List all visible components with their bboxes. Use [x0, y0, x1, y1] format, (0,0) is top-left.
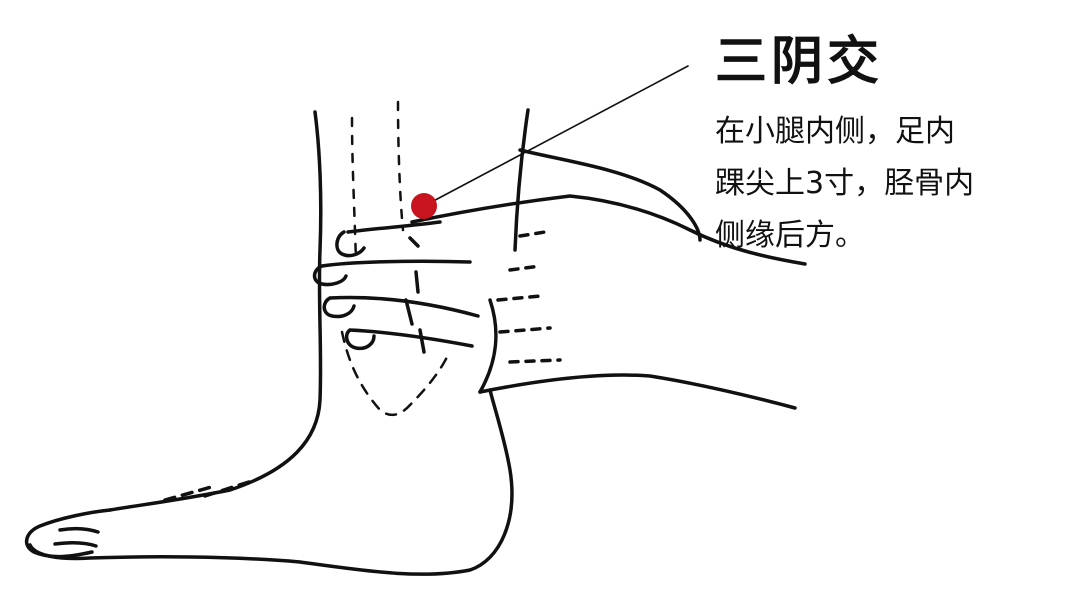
skin-fold-dash [518, 230, 547, 238]
hand-inner-contour [478, 298, 498, 394]
skin-fold-dash [508, 264, 542, 272]
little-finger [344, 328, 474, 351]
toe-crease [53, 540, 98, 548]
foot-tendon-line [163, 484, 217, 502]
foot-tendon-line [203, 478, 257, 498]
skin-fold-dash [498, 326, 552, 334]
ring-finger [322, 295, 480, 319]
acupoint-caption: 三阴交 在小腿内侧，足内 踝尖上3寸，胫骨内 侧缘后方。 [715, 30, 1075, 262]
malleolus-outline [340, 330, 450, 417]
leg-front-contour [513, 108, 530, 252]
hand-wrist-contour [478, 373, 797, 410]
leader-line [423, 65, 689, 207]
toe-outline [24, 508, 112, 559]
knuckle-fold [414, 270, 420, 294]
acupoint-description: 在小腿内侧，足内 踝尖上3寸，胫骨内 侧缘后方。 [715, 106, 1075, 262]
description-line: 在小腿内侧，足内 [715, 114, 955, 149]
knuckle-fold [418, 328, 426, 354]
toe-crease [58, 526, 100, 534]
skin-fold-dash [508, 358, 562, 364]
index-finger [335, 220, 442, 258]
middle-finger [312, 259, 472, 287]
description-line: 踝尖上3寸，胫骨内 [715, 166, 975, 201]
skin-fold-dash [496, 294, 542, 302]
description-line: 侧缘后方。 [715, 218, 865, 253]
heel-contour [28, 388, 514, 576]
leg-back-contour [108, 110, 323, 512]
knuckle-fold [404, 298, 414, 326]
knuckle-fold [408, 236, 420, 248]
acupoint-name: 三阴交 [715, 32, 884, 92]
hand-palm-contour [410, 194, 807, 266]
tibia-guide-line [396, 100, 405, 232]
sanyinjiao-point-marker [411, 193, 437, 219]
tibia-guide-line [350, 116, 358, 262]
hand-back-contour [518, 148, 702, 242]
